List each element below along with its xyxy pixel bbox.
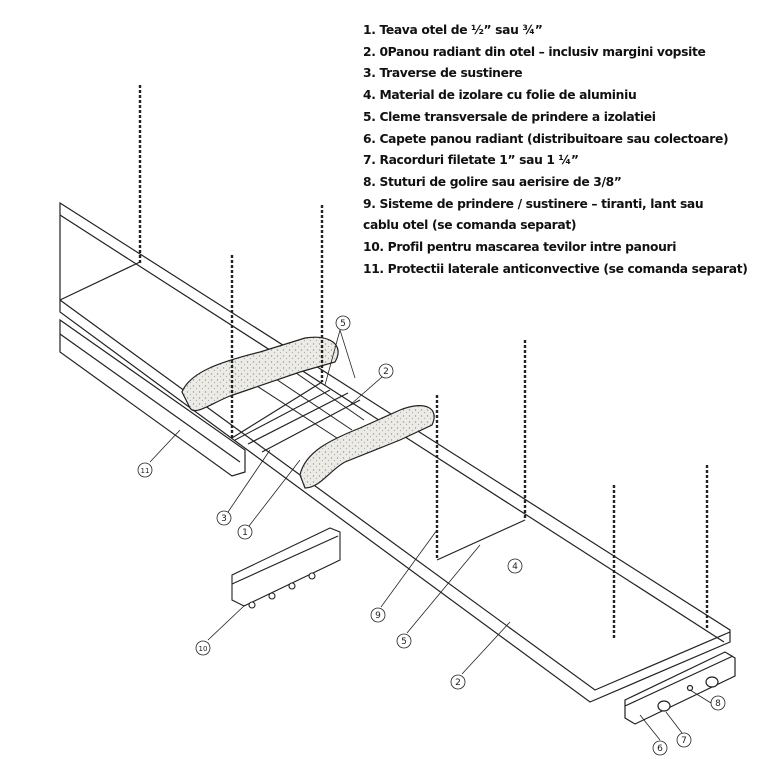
panel-header — [624, 651, 736, 725]
callout-10: 10 — [195, 640, 211, 656]
callout-5b: 5 — [396, 633, 412, 649]
svg-text:2: 2 — [383, 367, 389, 377]
callout-11: 11 — [137, 462, 153, 478]
callout-5: 5 — [335, 315, 351, 331]
svg-text:6: 6 — [657, 744, 663, 754]
svg-text:10: 10 — [199, 645, 208, 653]
svg-text:2: 2 — [455, 678, 461, 688]
callout-3: 3 — [216, 510, 232, 526]
legend-item: 8. Stuturi de golire sau aerisire de 3/8… — [363, 174, 622, 189]
legend-item: 2. 0Panou radiant din otel – inclusiv ma… — [363, 44, 706, 59]
callout-1: 1 — [237, 524, 253, 540]
side-protection-profile — [59, 318, 246, 477]
callouts: 5 2 11 3 1 4 9 5 2 10 8 7 6 — [137, 315, 726, 756]
callout-6: 6 — [652, 740, 668, 756]
callout-8: 8 — [710, 695, 726, 711]
legend-item: 9. Sisteme de prindere / sustinere – tir… — [363, 196, 704, 211]
suspension-chains — [138, 85, 709, 640]
callout-2b: 2 — [450, 674, 466, 690]
insulation-roll — [181, 336, 435, 489]
legend-item: 10. Profil pentru mascarea tevilor intre… — [363, 240, 677, 255]
legend-item: 7. Racorduri filetate 1” sau 1 ¼” — [363, 153, 579, 168]
svg-text:1: 1 — [242, 528, 248, 538]
callout-7: 7 — [676, 732, 692, 748]
callout-2: 2 — [378, 363, 394, 379]
svg-text:3: 3 — [221, 514, 227, 524]
svg-text:7: 7 — [681, 736, 687, 746]
legend-item: 3. Traverse de sustinere — [363, 66, 523, 81]
legend-item: 6. Capete panou radiant (distribuitoare … — [363, 131, 729, 146]
legend-item: 1. Teava otel de ½” sau ¾” — [363, 23, 543, 37]
legend-item: 11. Protectii laterale anticonvective (s… — [363, 261, 748, 276]
callout-9: 9 — [370, 607, 386, 623]
svg-text:4: 4 — [512, 562, 518, 572]
svg-text:8: 8 — [715, 699, 721, 709]
legend-item: 4. Material de izolare cu folie de alumi… — [363, 88, 637, 103]
legend-item: 5. Cleme transversale de prindere a izol… — [363, 109, 656, 124]
pipe-masking-profile — [231, 527, 341, 609]
svg-text:11: 11 — [141, 467, 150, 475]
svg-text:5: 5 — [401, 637, 407, 647]
svg-text:9: 9 — [375, 611, 381, 621]
svg-text:5: 5 — [340, 319, 346, 329]
leader-lines — [149, 329, 712, 741]
legend-item: cablu otel (se comanda separat) — [363, 218, 577, 233]
parts-legend: 1. Teava otel de ½” sau ¾” 2. 0Panou rad… — [363, 20, 748, 280]
callout-4: 4 — [507, 558, 523, 574]
